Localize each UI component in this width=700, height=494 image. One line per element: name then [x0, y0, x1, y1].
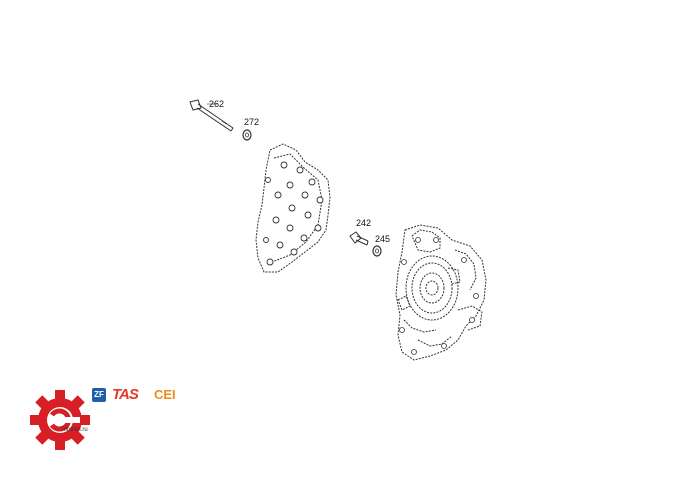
site-text: mhtron.ru — [62, 427, 88, 433]
callout-242: 242 — [356, 218, 372, 228]
callout-245: 245 — [375, 234, 391, 244]
bolt-262 — [189, 99, 234, 132]
gear-logo-icon — [30, 390, 90, 450]
callout-272: 272 — [244, 117, 260, 127]
zf-logo: ZF — [92, 388, 106, 402]
housing-bolt-holes — [399, 237, 479, 355]
transmission-housing — [395, 224, 487, 361]
washer-272 — [242, 129, 252, 141]
valve-plate-holes — [263, 161, 324, 266]
bolt-242 — [349, 231, 369, 246]
callout-262: 262 — [209, 99, 225, 109]
washer-245 — [372, 245, 382, 257]
tas-logo: TAS — [112, 386, 139, 403]
cei-logo: CEI — [154, 387, 176, 402]
